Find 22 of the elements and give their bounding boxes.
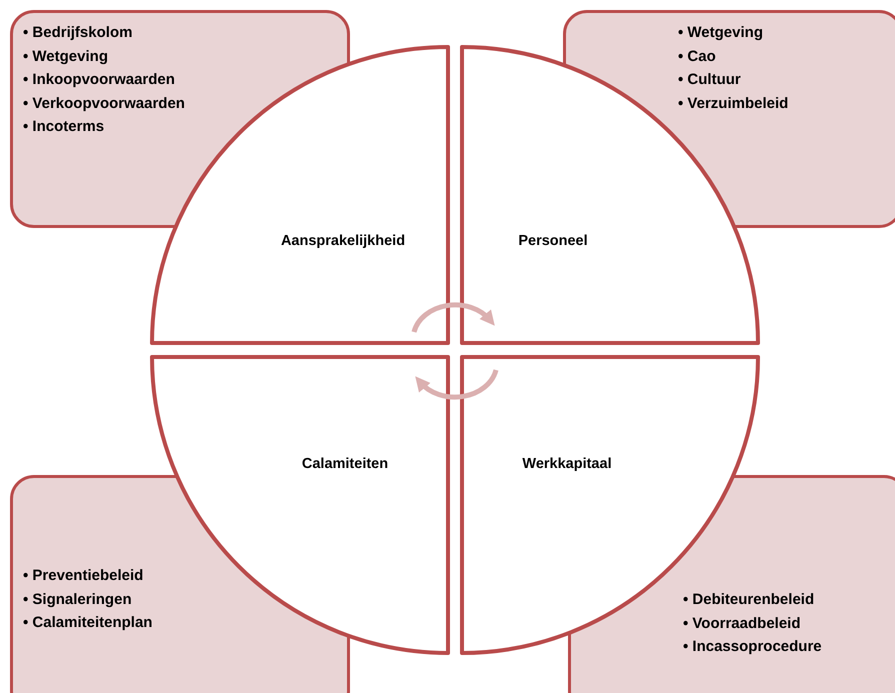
curved-arrow xyxy=(412,302,496,333)
list-item: • Voorraadbeleid xyxy=(683,614,802,634)
segment-label: Personeel xyxy=(518,233,588,249)
segment-label: Aansprakelijkheid xyxy=(280,233,406,249)
curved-arrow xyxy=(414,369,498,400)
segment-label: Calamiteiten xyxy=(302,456,388,472)
list-item: • Signaleringen xyxy=(23,590,133,610)
segment-label: Werkkapitaal xyxy=(522,456,612,472)
list-item: • Bedrijfskolom xyxy=(23,23,134,43)
list-item: • Calamiteitenplan xyxy=(23,613,152,633)
list-item: • Incassoprocedure xyxy=(683,637,822,657)
list-item: • Debiteurenbeleid xyxy=(683,590,816,610)
list-item: • Verkoopvoorwaarden xyxy=(23,94,185,114)
list-item: • Cao xyxy=(678,46,717,66)
list-item: • Wetgeving xyxy=(23,46,109,66)
list-item: • Inkoopvoorwaarden xyxy=(23,70,176,90)
list-item: • Preventiebeleid xyxy=(23,566,144,586)
quadrant-segment xyxy=(152,357,448,653)
list-item: • Wetgeving xyxy=(678,23,764,43)
list-item: • Incoterms xyxy=(23,117,106,137)
list-item: • Verzuimbeleid xyxy=(678,94,788,114)
list-item: • Cultuur xyxy=(678,70,742,90)
